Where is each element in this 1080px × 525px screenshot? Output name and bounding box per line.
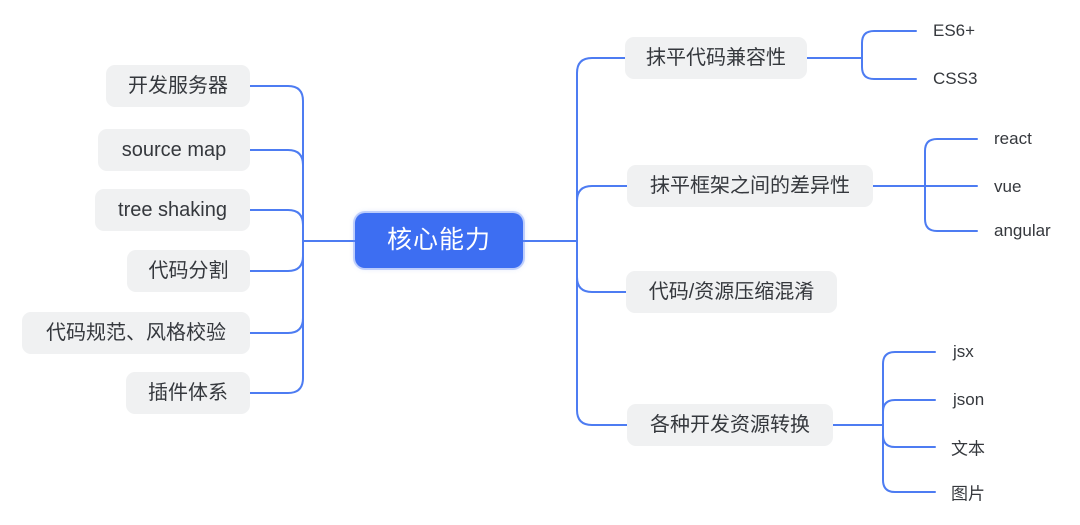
connector-left-child-1 — [249, 149, 304, 242]
node-code-compat[interactable]: 抹平代码兼容性 — [625, 37, 807, 79]
connector-right-child-0 — [576, 57, 626, 242]
connector-transform-json — [882, 399, 936, 426]
node-dev-server[interactable]: 开发服务器 — [106, 65, 250, 107]
connector-right-child-3 — [576, 240, 628, 426]
node-code-lint[interactable]: 代码规范、风格校验 — [22, 312, 250, 354]
connector-transform-jsx — [882, 351, 936, 426]
leaf-text[interactable]: 文本 — [951, 439, 985, 459]
connector-compat-es6 — [861, 30, 917, 59]
leaf-jsx[interactable]: jsx — [953, 342, 974, 361]
node-tree-shaking[interactable]: tree shaking — [95, 189, 250, 231]
connector-framework-react — [924, 138, 978, 187]
connector-transform-text — [882, 424, 936, 448]
leaf-es6[interactable]: ES6+ — [933, 21, 976, 40]
node-resource-transform[interactable]: 各种开发资源转换 — [627, 404, 833, 446]
leaf-vue[interactable]: vue — [994, 177, 1022, 196]
leaf-css3[interactable]: CSS3 — [933, 69, 978, 88]
leaf-react[interactable]: react — [994, 129, 1032, 148]
leaf-image[interactable]: 图片 — [951, 484, 985, 504]
leaf-json[interactable]: json — [953, 390, 985, 409]
connector-framework-angular — [924, 185, 978, 232]
node-source-map[interactable]: source map — [98, 129, 250, 171]
connector-left-child-3 — [249, 240, 304, 272]
node-root[interactable]: 核心能力 — [355, 213, 523, 268]
connector-left-child-0 — [249, 85, 304, 242]
node-plugin-system[interactable]: 插件体系 — [126, 372, 250, 414]
node-compress-obfuscate[interactable]: 代码/资源压缩混淆 — [626, 271, 837, 313]
connector-left-child-2 — [249, 209, 304, 242]
connector-right-child-1 — [576, 185, 628, 242]
connector-transform-image — [882, 424, 936, 493]
connector-compat-css3 — [861, 57, 917, 80]
connector-left-child-5 — [249, 240, 304, 394]
leaf-angular[interactable]: angular — [994, 221, 1051, 240]
connector-left-child-4 — [249, 240, 304, 334]
connector-right-child-2 — [576, 240, 627, 293]
node-framework-diff[interactable]: 抹平框架之间的差异性 — [627, 165, 873, 207]
node-code-splitting[interactable]: 代码分割 — [127, 250, 250, 292]
